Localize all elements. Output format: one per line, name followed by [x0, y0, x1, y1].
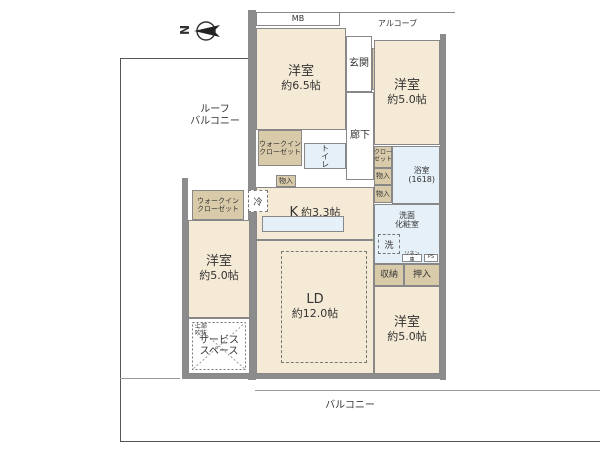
linen-label: リネン庫 [404, 251, 420, 263]
roof-balcony-edge [120, 58, 121, 442]
roof-balcony-inner-edge [120, 378, 180, 379]
washer-label: 洗 [384, 240, 394, 251]
compass-north-label: N [178, 24, 193, 36]
ps-label: PS [427, 254, 435, 261]
corridor: 廊下 [346, 92, 374, 180]
alcove: アルコーブ [340, 12, 455, 34]
pipe-space: PS [424, 254, 438, 262]
fridge-label: 冷 [253, 197, 263, 208]
roof-balcony-label: ルーフ バルコニー [190, 104, 240, 127]
western-room-5-0-w: 洋室 約5.0帖 [188, 220, 250, 318]
balcony-edge [120, 441, 600, 442]
service-space-label: サービス スペース [199, 334, 239, 358]
oshiire-label: 押入 [412, 269, 431, 280]
wall [182, 178, 188, 378]
storage-label: 物入 [279, 176, 293, 185]
washer-space: 洗 [378, 234, 400, 254]
storage-label: 物入 [376, 172, 390, 181]
bath-label: 浴室 (1618) [408, 165, 435, 184]
closet: クロー ゼット [374, 146, 392, 168]
refrigerator-space: 冷 [248, 190, 268, 212]
room-name: 洋室 [393, 77, 420, 93]
storage-shuno: 収納 [374, 264, 404, 286]
toilet: トイレ [304, 143, 346, 169]
storage-label: 物入 [376, 189, 390, 198]
wall [440, 30, 446, 380]
atrium-label: 上部 吹抜 [195, 323, 208, 337]
wall [182, 374, 446, 379]
living-dining: LD 約12.0帖 [256, 240, 374, 374]
room-size: 約5.0帖 [387, 92, 427, 106]
walk-in-closet-upper: ウォークイン クローゼット [258, 130, 302, 166]
room-name: 洋室 [205, 254, 232, 270]
room-name: 洋室 [393, 315, 420, 331]
room-size: 約6.5帖 [281, 79, 321, 93]
western-room-5-0-ne: 洋室 約5.0帖 [374, 40, 440, 145]
kitchen: K 約3.3帖 [256, 187, 374, 240]
alcove-label: アルコーブ [377, 18, 418, 28]
balcony-label: バルコニー [325, 400, 375, 411]
room-name: K [289, 205, 299, 221]
closet-label: クロー ゼット [374, 149, 393, 163]
room-name: 洋室 [287, 64, 314, 80]
roof-balcony-edge [120, 58, 255, 59]
storage: 物入 [374, 185, 392, 203]
room-size: 約3.3帖 [301, 206, 341, 220]
room-size: 約5.0帖 [199, 269, 239, 283]
washroom-label: 洗面 化粧室 [395, 211, 419, 230]
storage: 物入 [276, 175, 296, 187]
service-space: 上部 吹抜 サービス スペース [188, 318, 250, 374]
oshiire: 押入 [404, 264, 440, 286]
ld-ceiling-outline [281, 251, 367, 363]
room-size: 約12.0帖 [291, 307, 339, 321]
balcony-inner-edge [255, 390, 600, 391]
meter-box: MB [256, 12, 340, 26]
entrance: 玄関 [346, 36, 372, 92]
room-name: LD [306, 292, 324, 308]
linen-storage: リネン庫 [402, 251, 422, 263]
bathroom: 浴室 (1618) [392, 146, 440, 204]
shuno-label: 収納 [379, 269, 398, 280]
compass-icon: N [178, 20, 220, 42]
kitchen-counter [262, 216, 344, 232]
storage: 物入 [374, 168, 392, 185]
wic-label: ウォークイン クローゼット [259, 139, 301, 156]
western-room-6-5: 洋室 約6.5帖 [256, 28, 346, 130]
room-size: 約5.0帖 [387, 330, 427, 344]
wic-label: ウォークイン クローゼット [197, 196, 239, 213]
entrance-label: 玄関 [349, 58, 369, 70]
walk-in-closet-left: ウォークイン クローゼット [192, 190, 244, 220]
western-room-5-0-se: 洋室 約5.0帖 [374, 286, 440, 374]
corridor-label: 廊下 [350, 130, 370, 142]
mb-label: MB [291, 14, 305, 24]
toilet-label: トイレ [320, 144, 330, 168]
